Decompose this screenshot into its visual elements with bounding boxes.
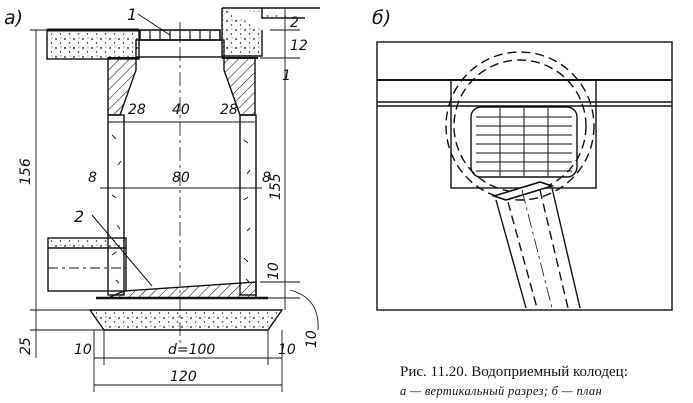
- dim-offset-10-right: 10: [278, 342, 296, 358]
- dim-top-2: 2: [290, 15, 299, 31]
- label-grate: 1: [127, 5, 137, 24]
- dim-wall-28-left: 28: [128, 102, 146, 118]
- dim-wall-8-right: 8: [262, 170, 271, 186]
- tray: [107, 281, 257, 299]
- dim-diameter: d=100: [168, 342, 215, 358]
- shaft-wall-right: [239, 114, 257, 296]
- caption-subtitle: а — вертикальный разрез; б — план: [400, 384, 602, 398]
- dim-opening-40: 40: [172, 102, 190, 118]
- dim-top-1: 1: [282, 68, 291, 84]
- base-slab: [88, 309, 284, 331]
- plan-frame: [376, 41, 673, 311]
- dim-tray-10: 10: [266, 262, 282, 280]
- panel-label-b: б): [372, 7, 391, 29]
- dim-inner-80: 80: [172, 170, 190, 186]
- dim-wall-28-right: 28: [220, 102, 238, 118]
- curb: [221, 7, 305, 57]
- section-b: [376, 41, 673, 311]
- dim-top-12: 12: [290, 38, 308, 54]
- dim-base-10: 10: [304, 330, 320, 348]
- dim-total-120: 120: [170, 369, 197, 385]
- dim-base-25: 25: [18, 337, 34, 355]
- dim-height-155: 155: [268, 173, 284, 200]
- label-tray: 2: [74, 207, 84, 226]
- dim-offset-10-left: 10: [74, 342, 92, 358]
- panel-label-a: а): [4, 7, 23, 29]
- section-a: [46, 7, 320, 345]
- dim-wall-8-left: 8: [88, 170, 97, 186]
- dimension-lines-a: [30, 8, 319, 392]
- dim-height-156: 156: [18, 158, 34, 185]
- caption-title: Рис. 11.20. Водоприемный колодец:: [400, 364, 628, 380]
